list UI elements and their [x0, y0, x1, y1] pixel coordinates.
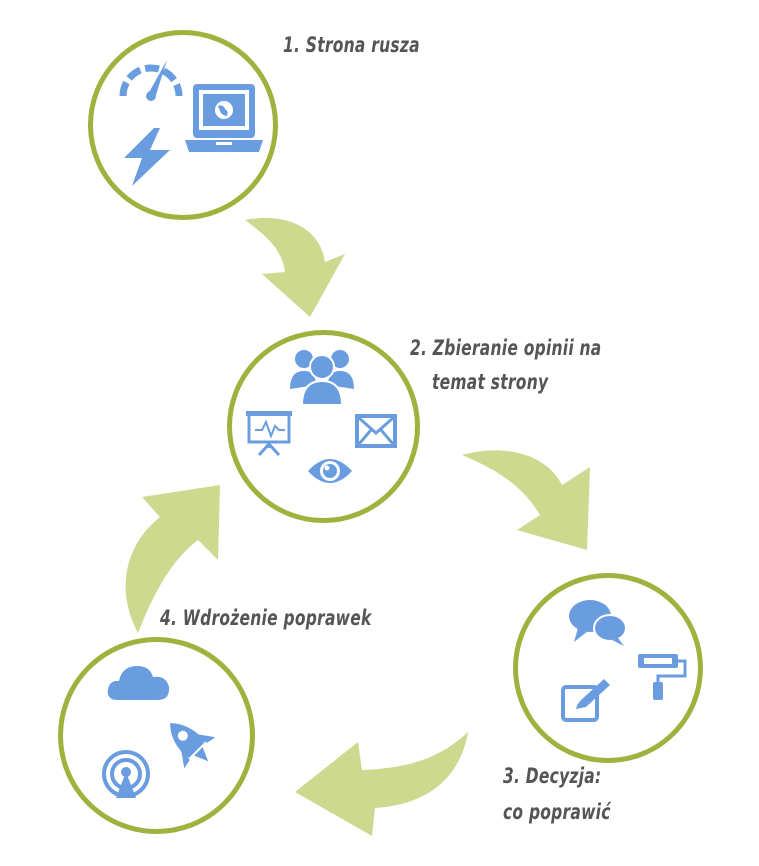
- presentation-chart-icon: [245, 410, 293, 456]
- paint-roller-icon: [636, 652, 688, 700]
- arrow-step1-to-step2: [245, 217, 345, 317]
- rocket-icon: [158, 712, 226, 778]
- step3-label-line1: 3. Decyzja:: [503, 764, 602, 788]
- lightning-icon: [120, 128, 172, 186]
- step3-label-line2: co poprawić: [503, 800, 611, 824]
- step4-circle: [58, 637, 255, 834]
- eye-icon: [306, 455, 354, 487]
- arrow-step4-to-step1: [125, 485, 220, 633]
- envelope-icon: [355, 414, 397, 448]
- step1-label: 1. Strona rusza: [283, 33, 420, 57]
- broadcast-icon: [100, 750, 152, 800]
- arrow-step3-to-step4: [295, 732, 468, 836]
- edit-note-icon: [560, 677, 612, 723]
- arrow-step2-to-step3: [462, 450, 590, 550]
- laptop-globe-icon: [185, 82, 263, 154]
- chat-bubbles-icon: [568, 598, 628, 648]
- cloud-icon: [106, 662, 172, 702]
- speedometer-icon: [117, 52, 185, 102]
- step2-label-line1: 2. Zbieranie opinii na: [410, 336, 602, 360]
- step4-label: 4. Wdrożenie poprawek: [160, 606, 372, 630]
- users-group-icon: [288, 345, 356, 407]
- step2-label-line2: temat strony: [432, 370, 549, 394]
